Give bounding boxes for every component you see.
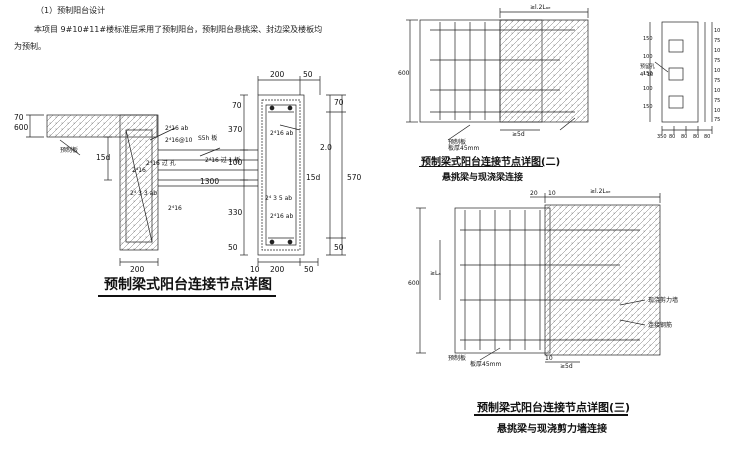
fig3-dim-10b: 10 [545, 355, 553, 362]
label-bars-4: 2⁴16 ab [270, 130, 293, 137]
dim-15d-left: 15d [96, 153, 111, 162]
fig3-dim-top: ≥l.2Lₐₑ [590, 188, 611, 195]
fig2-note-2: 板厚45mm [448, 144, 479, 152]
dim-570: 570 [347, 173, 362, 182]
fig3-dim-vert: ≥Lₐ [430, 270, 441, 277]
figure-2-title-underline [419, 166, 543, 167]
dim-15d-right: 15d [306, 173, 321, 182]
fig4-r1: 10 [714, 28, 720, 34]
fig4-label-1: 预留孔 [640, 63, 655, 70]
fig3-note-2: 预制板 [448, 354, 466, 362]
figure-1-labels: 2⁴16 ab 2⁴16@10 2⁴16 2⁴16 ab 2⁴16 ab 2⁴1… [60, 125, 293, 220]
dim-330: 330 [228, 208, 243, 217]
dim-50-left: 50 [228, 243, 238, 252]
label-bars-7: 2⁴ 3 5 ab [265, 195, 292, 202]
fig3-dim-left: 600 [408, 280, 420, 287]
fig3-dim-20: 20 [530, 190, 538, 197]
fig2-dim-top: ≥l.2Lₐₑ [530, 4, 551, 11]
dim-200-top: 200 [270, 70, 285, 79]
figure-3-text: 20 10 ≥l.2Lₐₑ 600 ≥Lₐ 10 ≥5d 板厚45mm 预制板 … [408, 188, 678, 370]
dim-200-bottom: 200 [130, 265, 145, 274]
figure-1-plan-detail [26, 76, 346, 266]
fig4-r6: 75 [714, 78, 720, 84]
figure-3-title: 预制梁式阳台连接节点详图(三) [477, 401, 631, 414]
label-bars-6: 2⁴16 [132, 167, 146, 174]
fig4-b2: 80 [669, 134, 675, 140]
figure-3-section [416, 193, 661, 363]
dim-1300: 1300 [200, 177, 219, 186]
fig4-r8: 75 [714, 98, 720, 104]
fig4-b1: 350 [657, 134, 667, 140]
figure-2-section [406, 8, 589, 141]
dim-100: 100 [228, 158, 243, 167]
dim-2-0: 2.0 [320, 143, 332, 152]
dim-50-bottom: 50 [304, 265, 314, 274]
fig4-r4: 75 [714, 58, 720, 64]
dim-370: 370 [228, 125, 243, 134]
beam-stirrup [125, 129, 153, 243]
label-bars-8: 2⁴ 3 3 ab [130, 190, 157, 197]
cast-beam-section [257, 94, 305, 256]
fig3-dim-10: 10 [548, 190, 556, 197]
fig3-note-1: 板厚45mm [470, 360, 501, 368]
fig4-b3: 80 [681, 134, 687, 140]
dim-70-right: 70 [334, 98, 344, 107]
section-heading: （1）预制阳台设计 [36, 6, 106, 15]
fig4-v4: 100 [643, 86, 653, 92]
cast-beam-hatch [499, 19, 589, 123]
label-note-2: S5h 板 [198, 134, 217, 142]
fig2-note-1: 预制板 [448, 138, 466, 146]
fig4-v1: 150 [643, 36, 653, 42]
dim-50-top: 50 [303, 70, 313, 79]
label-bars-3: 2⁴16 [168, 205, 182, 212]
figure-2-text: ≥l.2Lₐₑ 600 ≥5d 预制板 板厚45mm [398, 4, 551, 152]
fig3-right-2: 连接钢筋 [648, 321, 672, 329]
fig4-r5: 10 [714, 68, 720, 74]
label-note-1: 2⁴16 过 孔 [146, 159, 176, 167]
fig4-v2: 100 [643, 54, 653, 60]
fig4-r10: 75 [714, 117, 720, 123]
fig4-label-2: 4⁴ 10 [640, 72, 653, 78]
shear-wall-hatch [544, 204, 661, 356]
fig4-r3: 10 [714, 48, 720, 54]
dim-600: 600 [14, 123, 29, 132]
fig2-dim-bottom: ≥5d [512, 131, 525, 138]
label-bars-1: 2⁴16 ab [165, 125, 188, 132]
fig4-v5: 150 [643, 104, 653, 110]
figure-1-title-underline [98, 295, 276, 297]
fig4-r2: 75 [714, 38, 720, 44]
dim-10: 10 [250, 265, 260, 274]
dim-200-bottom-right: 200 [270, 265, 285, 274]
fig2-dim-left: 600 [398, 70, 410, 77]
fig3-right-1: 现浇剪力墙 [648, 296, 678, 304]
label-pour: 2⁴16 过 1 板 [205, 156, 240, 164]
paragraph-line-2: 为预制。 [14, 42, 46, 51]
label-bars-2: 2⁴16@10 [165, 137, 193, 144]
label-note-3: 预制板 [60, 146, 78, 154]
figure-2-subtitle: 悬挑梁与现浇梁连接 [442, 173, 524, 183]
fig4-b5: 80 [704, 134, 710, 140]
figure-3-title-underline [474, 414, 628, 416]
fig4-r9: 10 [714, 108, 720, 114]
dim-70-far-left: 70 [14, 113, 24, 122]
fig4-v3: 150 [643, 71, 653, 77]
figure-3-subtitle: 悬挑梁与现浇剪力墙连接 [497, 424, 607, 435]
dim-50-right: 50 [334, 243, 344, 252]
dim-70-left: 70 [232, 101, 242, 110]
fig4-b4: 80 [693, 134, 699, 140]
figure-1-title: 预制梁式阳台连接节点详图 [104, 277, 272, 293]
figure-2-title: 预制梁式阳台连接节点详图(二) [421, 157, 561, 168]
figure-1-dimensions: 200 50 1300 200 200 50 10 70 570 50 2.0 … [14, 70, 362, 274]
fig4-r7: 10 [714, 88, 720, 94]
fig3-dim-bottom: ≥5d [560, 363, 573, 370]
label-bars-5: 2⁴16 ab [270, 213, 293, 220]
figure-4-elevation [649, 21, 713, 134]
paragraph-line-1: 本项目 9#10#11#楼标准层采用了预制阳台，预制阳台悬挑梁、封边梁及楼板均 [34, 25, 323, 34]
figure-4-text: 150 100 150 100 150 10 75 10 75 10 75 10… [640, 28, 720, 140]
